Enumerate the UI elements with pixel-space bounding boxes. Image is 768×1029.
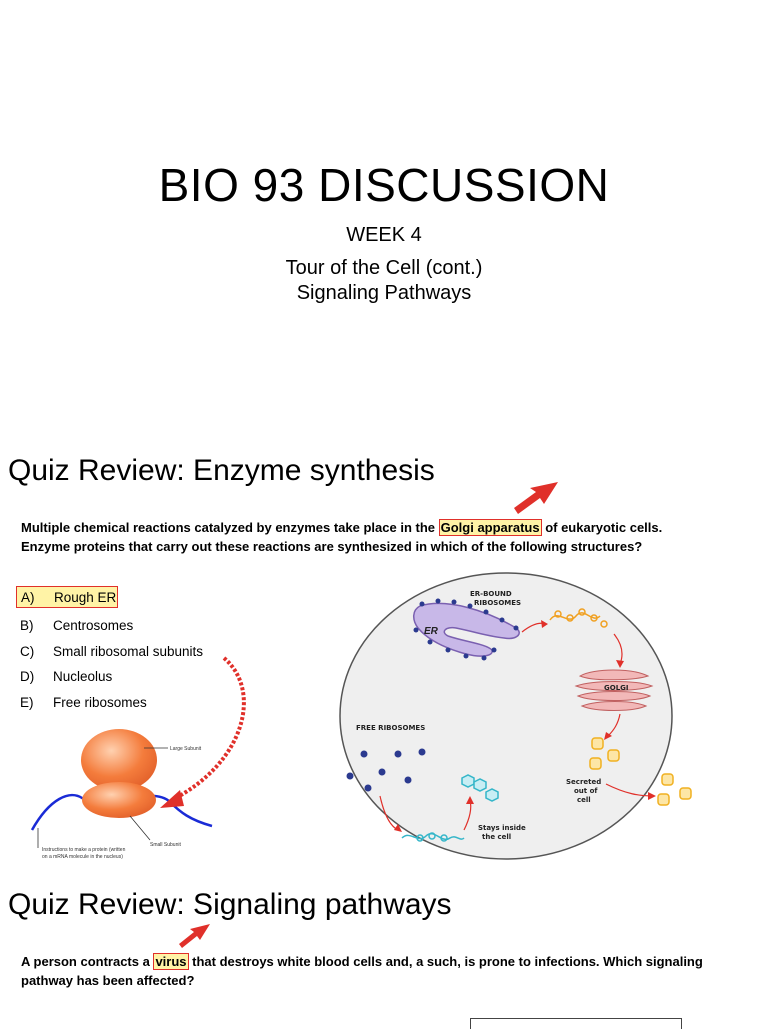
- question-text: A person contracts a virus that destroys…: [21, 952, 703, 990]
- golgi-organelle: GOLGI: [574, 669, 654, 711]
- topic-line-2: Signaling Pathways: [296, 282, 472, 304]
- golgi-label: GOLGI: [604, 684, 629, 692]
- highlighted-term: virus: [153, 953, 189, 970]
- er-bound-label-2: RIBOSOMES: [474, 599, 521, 607]
- small-subunit-label: Small Subunit: [150, 842, 181, 848]
- small-subunit: [82, 782, 156, 818]
- option-e: E)Free ribosomes: [20, 694, 147, 710]
- curved-arrow-icon: [160, 656, 246, 808]
- free-ribosomes-label: FREE RIBOSOMES: [356, 724, 425, 732]
- topic-line-1: Tour of the Cell (cont.): [285, 257, 483, 279]
- question-text: Multiple chemical reactions catalyzed by…: [21, 518, 662, 556]
- er-bound-label-1: ER-BOUND: [470, 590, 512, 598]
- free-protein-blobs: [461, 774, 499, 802]
- option-d: D)Nucleolus: [20, 669, 113, 685]
- vesicle-group-inside: [589, 737, 620, 770]
- pointer-arrow-icon: [514, 482, 558, 514]
- secreted-label-1: Secreted: [566, 778, 601, 786]
- cell-membrane: [339, 572, 673, 860]
- option-b: B)Centrosomes: [20, 618, 134, 634]
- question-line-1: A person contracts a virus that destroys…: [21, 953, 703, 970]
- answer-options: A)Rough ER B)Centrosomes C)Small ribosom…: [16, 586, 204, 715]
- highlighted-term: Golgi apparatus: [438, 519, 542, 536]
- stays-inside-label-2: the cell: [482, 833, 511, 841]
- er-label: ER: [424, 626, 439, 637]
- enzyme-synthesis-slide: Quiz Review: Enzyme synthesis Multiple c…: [0, 430, 768, 870]
- question-line-2: Enzyme proteins that carry out these rea…: [21, 539, 643, 554]
- question-line-1: Multiple chemical reactions catalyzed by…: [21, 519, 663, 536]
- er-organelle: ER: [413, 598, 520, 661]
- option-a: A)Rough ER: [16, 586, 118, 608]
- title-slide: BIO 93 DISCUSSION WEEK 4 Tour of the Cel…: [0, 0, 768, 430]
- free-protein-chain: [401, 832, 465, 842]
- option-c: C)Small ribosomal subunits: [20, 643, 204, 659]
- large-subunit: [81, 729, 157, 791]
- secreted-label-2: out of: [574, 787, 598, 795]
- stays-inside-label-1: Stays inside: [478, 824, 526, 832]
- cell-diagram: ER-BOUND RIBOSOMES ER GOLGI: [339, 572, 692, 860]
- protein-chain: [549, 608, 608, 628]
- large-subunit-label: Large Subunit: [170, 746, 202, 752]
- pointer-arrow-icon: [179, 924, 210, 948]
- mrna-label-1: Instructions to make a protein (written: [42, 847, 126, 853]
- week-label: WEEK 4: [346, 224, 422, 246]
- vesicle-group-outside: [657, 773, 692, 806]
- mrna-label-2: on a mRNA molecule in the nucleus): [42, 854, 123, 860]
- question-line-2: pathway has been affected?: [21, 973, 195, 988]
- ribosome-diagram: Large Subunit Small Subunit Instructions…: [30, 729, 213, 860]
- slide-title: BIO 93 DISCUSSION: [158, 159, 610, 211]
- secreted-label-3: cell: [577, 796, 591, 804]
- slide-title: Quiz Review: Signaling pathways: [8, 888, 452, 921]
- free-ribosome-dots: [346, 748, 426, 792]
- slide-title: Quiz Review: Enzyme synthesis: [8, 454, 435, 487]
- signaling-pathways-slide: Quiz Review: Signaling pathways A person…: [0, 870, 768, 1029]
